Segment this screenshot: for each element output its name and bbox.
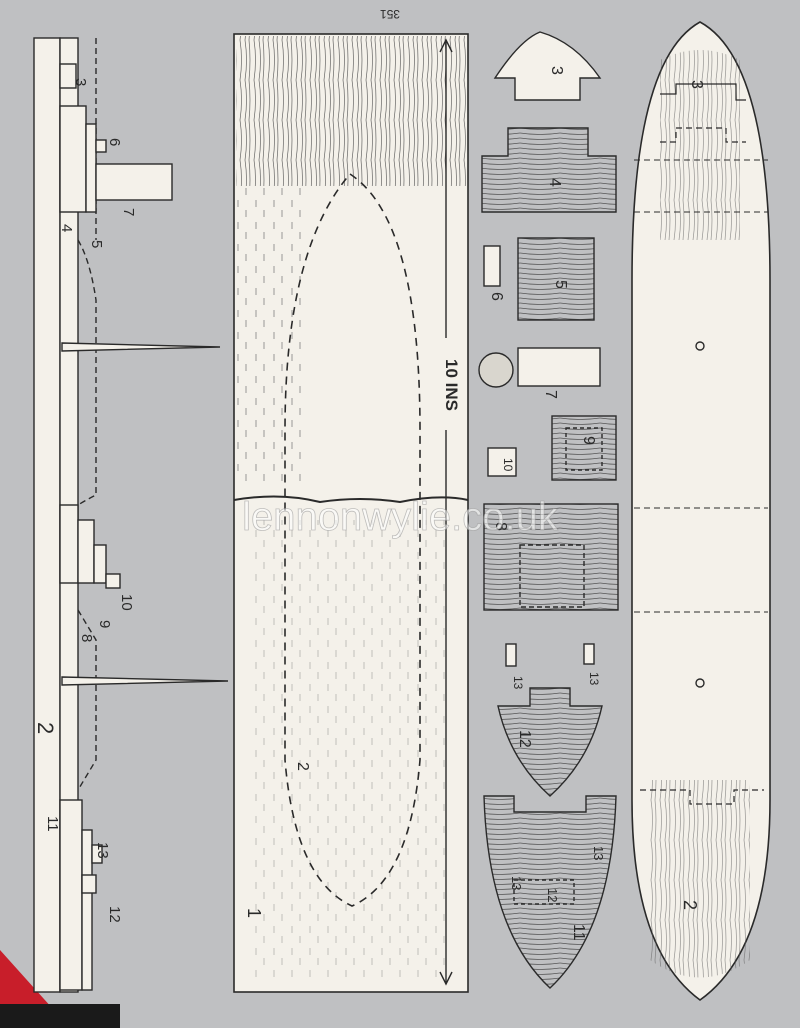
cut-part-labels: 3 4 6 5 7 9 10 8 13 13 12 13 13 12 11 [488, 66, 606, 941]
label-1-block: 1 [244, 908, 264, 918]
label-12-part: 12 [516, 730, 533, 748]
label-8-side: 8 [78, 634, 95, 642]
label-13-part-d: 13 [591, 846, 606, 860]
corner-black-bar [0, 1004, 120, 1028]
part-13-a [505, 643, 517, 667]
label-9-side: 9 [96, 620, 113, 628]
part-10 [487, 447, 517, 477]
label-6-part: 6 [488, 292, 505, 301]
mast-hole-fore [695, 341, 705, 351]
hull-outline-dashed [284, 172, 421, 907]
label-7-side: 7 [120, 208, 137, 216]
side-elevation [33, 37, 229, 993]
watermark: lennonwylie.co.uk [242, 495, 559, 539]
part-5 [517, 237, 595, 321]
label-4-part: 4 [546, 178, 563, 187]
label-13-part-c: 13 [509, 876, 524, 890]
dimension-arrow-top [439, 38, 453, 53]
part-3 [493, 31, 602, 101]
label-4-side: 4 [58, 224, 75, 232]
part-12 [497, 687, 603, 797]
wood-block [233, 33, 469, 993]
label-12-part-b: 12 [545, 888, 560, 902]
label-10-side: 10 [118, 594, 135, 611]
label-7-part: 7 [542, 390, 559, 399]
label-9-part: 9 [580, 436, 597, 445]
label-13-part-a: 13 [511, 676, 525, 690]
part-7-round [478, 352, 514, 388]
part-9 [551, 415, 617, 481]
part-8 [483, 503, 619, 611]
side-elevation-labels: 3 6 7 4 5 10 9 8 2 11 13 12 [33, 78, 137, 923]
cut-parts [478, 31, 619, 989]
label-6-side: 6 [106, 138, 123, 146]
mast-hole-aft [695, 678, 705, 688]
label-2-top: 2 [680, 900, 700, 910]
label-2-side: 2 [33, 722, 58, 734]
label-3-part: 3 [548, 66, 565, 75]
label-11-side: 11 [44, 816, 61, 832]
label-3-top: 3 [688, 80, 705, 89]
part-4 [481, 127, 617, 213]
part-7 [517, 347, 601, 387]
dimension-label: 10 INS [442, 359, 461, 411]
hull-top-view [631, 21, 771, 1001]
label-5-side: 5 [88, 240, 105, 248]
page-number: 351 [380, 7, 400, 21]
label-13-part-b: 13 [587, 672, 601, 686]
label-2-block: 2 [294, 762, 311, 771]
part-13-b [583, 643, 595, 665]
label-11-part: 11 [570, 924, 587, 941]
label-10-part: 10 [501, 458, 515, 472]
label-3-side: 3 [72, 78, 89, 86]
label-12-side: 12 [106, 906, 123, 923]
label-5-part: 5 [552, 280, 569, 289]
label-8-part: 8 [492, 522, 509, 531]
dimension-arrow-bottom [439, 971, 453, 986]
part-11 [483, 795, 617, 989]
label-13-side: 13 [94, 842, 111, 859]
part-6 [483, 245, 501, 287]
